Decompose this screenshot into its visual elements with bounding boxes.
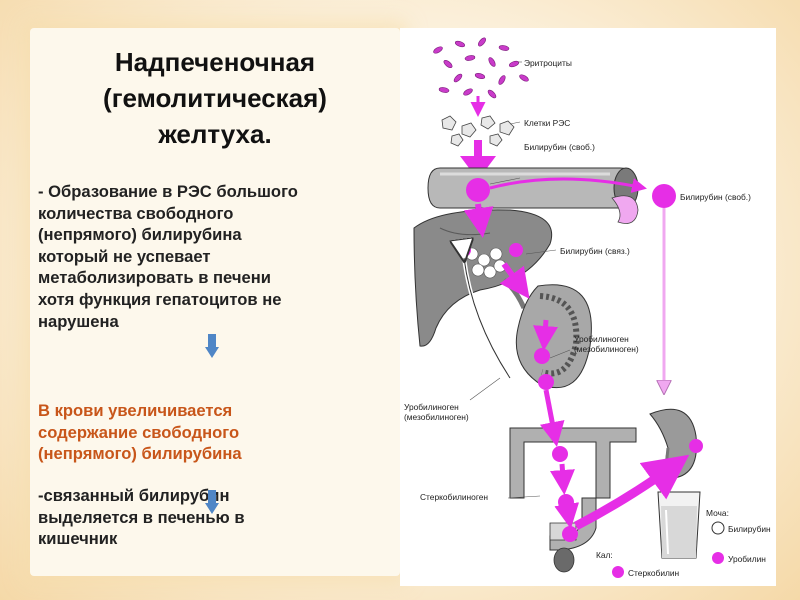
paragraph-line: который не успевает bbox=[38, 246, 211, 266]
bilirubin-metabolism-diagram: Эритроциты Клетки РЭС Билирубин (своб.) … bbox=[400, 28, 776, 586]
legend-stercobilin-dot bbox=[612, 566, 624, 578]
label-res-cells: Клетки РЭС bbox=[524, 118, 571, 128]
paragraph-line: В крови увеличивается bbox=[38, 401, 233, 420]
paragraph-line: - Образование в РЭС большого bbox=[38, 182, 298, 201]
arrow-to-kidney bbox=[573, 454, 690, 530]
feces-shape bbox=[553, 547, 575, 573]
label-urobilinogen-1: Уробилиноген bbox=[574, 334, 629, 344]
label-urobilinogen-1-sub: (мезобилиноген) bbox=[574, 344, 639, 354]
label-stercobilin: Стеркобилин bbox=[628, 568, 680, 578]
paragraph-line: содержание свободного bbox=[38, 422, 240, 442]
colon-shape bbox=[509, 427, 637, 499]
slide-title: Надпеченочная (гемолитическая) желтуха. bbox=[40, 44, 390, 152]
erythrocytes-cluster bbox=[433, 37, 529, 99]
diagram-drawing bbox=[413, 37, 725, 578]
paragraph-line: количества свободного bbox=[38, 203, 234, 223]
paragraph-line: хотя функция гепатоцитов не bbox=[38, 289, 282, 309]
paragraph-line: -связанный билирубин bbox=[38, 486, 230, 505]
paragraph-line: (непрямого) билирубина bbox=[38, 225, 242, 245]
paragraph-blood-increase: В крови увеличивается содержание свободн… bbox=[38, 400, 388, 465]
arrow-down-icon bbox=[205, 490, 219, 514]
paragraph-line: метаболизировать в печени bbox=[38, 268, 271, 288]
spleen-shape bbox=[611, 195, 639, 224]
arrow-intestine-down bbox=[533, 319, 558, 351]
arrow-colon-down bbox=[550, 463, 575, 495]
label-urine-bilirubin: Билирубин bbox=[728, 524, 771, 534]
title-line: (гемолитическая) bbox=[103, 83, 327, 113]
legend-bilirubin-dot bbox=[711, 521, 725, 535]
arrow-liver-to-intestine bbox=[499, 262, 530, 299]
label-urobilinogen-2-sub: (мезобилиноген) bbox=[404, 412, 469, 422]
label-stercobilinogen: Стеркобилиноген bbox=[420, 492, 488, 502]
label-feces: Кал: bbox=[596, 550, 613, 560]
text-panel bbox=[30, 28, 400, 576]
label-erythrocytes: Эритроциты bbox=[524, 58, 572, 68]
paragraph-line: (непрямого) билирубина bbox=[38, 444, 242, 464]
title-line: Надпеченочная bbox=[114, 47, 316, 77]
label-bilirubin-free-right: Билирубин (своб.) bbox=[680, 192, 751, 202]
arrow-down-icon bbox=[205, 334, 219, 358]
label-urine: Моча: bbox=[706, 508, 729, 518]
paragraph-bound-bilirubin: -связанный билирубин выделяется в печень… bbox=[38, 485, 388, 550]
paragraph-ret-formation: - Образование в РЭС большого количества … bbox=[38, 181, 388, 332]
paragraph-line: нарушена bbox=[38, 311, 119, 331]
arrow-blood-to-liver bbox=[463, 203, 494, 238]
paragraph-line: кишечник bbox=[38, 529, 118, 549]
arrow-to-rectum bbox=[554, 502, 580, 529]
paragraph-line: выделяется в печенью в bbox=[38, 507, 245, 527]
blood-vessel bbox=[427, 167, 639, 209]
label-urobilinogen-2: Уробилиноген bbox=[404, 402, 459, 412]
title-line: желтуха. bbox=[158, 119, 272, 149]
arrow-bilirubin-to-blood bbox=[489, 177, 647, 193]
label-leaders bbox=[469, 61, 571, 499]
arrow-to-colon bbox=[539, 389, 565, 447]
label-bilirubin-free-top: Билирубин (своб.) bbox=[524, 142, 595, 152]
label-bilirubin-bound: Билирубин (связ.) bbox=[560, 246, 630, 256]
label-urine-urobilin: Уробилин bbox=[728, 554, 766, 564]
legend-urobilin-dot bbox=[712, 552, 724, 564]
res-cells bbox=[441, 115, 515, 147]
